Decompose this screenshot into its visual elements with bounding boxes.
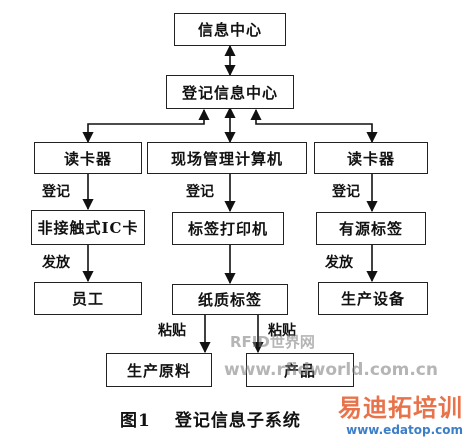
logo-url: www.edatop.com: [346, 423, 463, 437]
node-card-reader-right: 读卡器: [314, 142, 428, 174]
link-register-reader-left: [82, 108, 210, 144]
node-active-tag: 有源标签: [316, 212, 426, 245]
node-production-equipment: 生产设备: [318, 282, 428, 315]
node-label-printer: 标签打印机: [172, 212, 284, 245]
node-employee: 员工: [34, 282, 142, 315]
node-paper-label: 纸质标签: [172, 284, 288, 315]
logo-text: 易迪拓培训: [338, 394, 463, 422]
watermark-site-url: www.rfidworld.com.cn: [224, 360, 438, 380]
edge-label-paste-right: 粘贴: [268, 323, 296, 339]
node-raw-material: 生产原料: [106, 353, 212, 387]
edge-label-register-mid: 登记: [186, 184, 214, 200]
figure-title: 登记信息子系统: [174, 411, 301, 431]
node-contactless-ic-card: 非接触式IC卡: [31, 210, 145, 245]
watermark-site-name: RFID世界网: [230, 333, 315, 351]
edge-label-register-right: 登记: [332, 184, 360, 200]
edge-label-register-left: 登记: [42, 184, 70, 200]
figure-number: 图1: [120, 411, 151, 431]
corner-logo: 易迪拓培训 www.edatop.com: [338, 388, 463, 437]
link-register-reader-right: [250, 108, 378, 144]
node-register-info-center: 登记信息中心: [166, 75, 294, 109]
edge-label-issue-right: 发放: [325, 255, 353, 271]
figure-caption: 图1 登记信息子系统: [120, 406, 301, 431]
node-site-management-computer: 现场管理计算机: [147, 142, 307, 174]
edge-label-issue-left: 发放: [42, 255, 70, 271]
edge-label-paste-left: 粘贴: [158, 323, 186, 339]
node-card-reader-left: 读卡器: [34, 142, 142, 174]
node-product: 产品: [246, 353, 354, 387]
node-info-center: 信息中心: [174, 13, 286, 46]
